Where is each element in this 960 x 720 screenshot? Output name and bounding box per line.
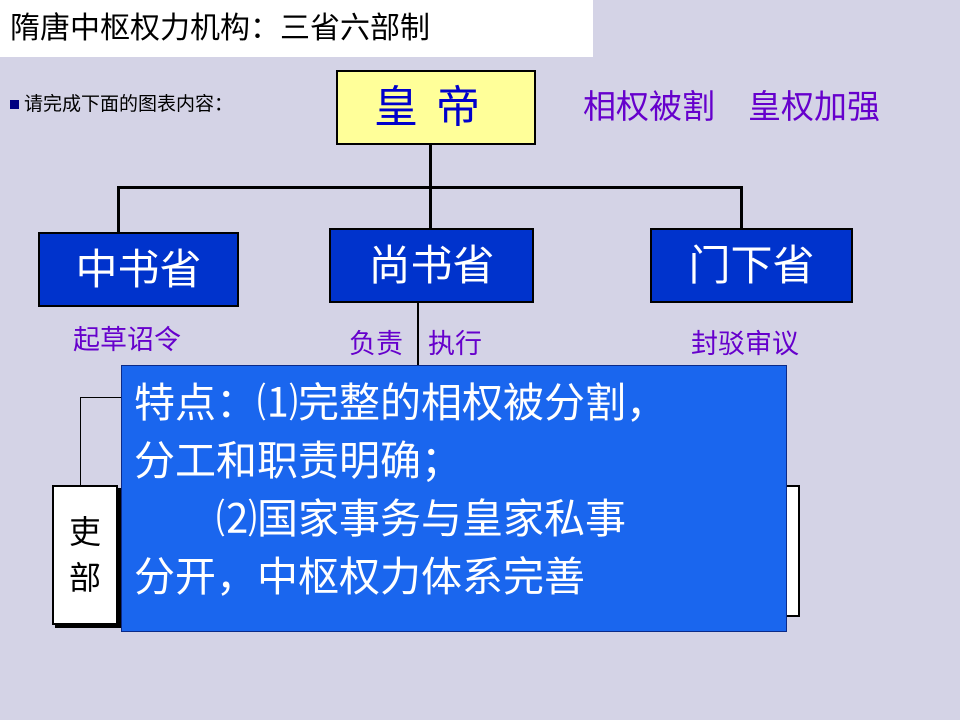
dept-zhongshu-box: 中书省 [38, 232, 239, 307]
dept-menxia-duty: 封驳审议 [691, 329, 799, 360]
connector-menxia [740, 186, 743, 228]
dept-zhongshu-name: 中书省 [75, 245, 202, 294]
instruction-label: 请完成下面的图表内容： [24, 93, 234, 115]
dept-shangshu-duty-left: 负责 [349, 329, 403, 360]
slogan-text: 相权被割 皇权加强 [583, 87, 880, 126]
dept-menxia-box: 门下省 [650, 228, 853, 303]
instruction-text: 请完成下面的图表内容： [10, 89, 233, 116]
connector-ministry-top [80, 397, 122, 398]
page-title: 隋唐中枢权力机构：三省六部制 [0, 0, 593, 57]
feature-line-1: 特点：⑴完整的相权被分割， [134, 379, 667, 427]
connector-shangshu [429, 186, 432, 228]
connector-emperor-down [429, 145, 432, 188]
connector-zhongshu [117, 186, 120, 232]
connector-ministry-left [80, 397, 81, 485]
feature-line-3: ⑵国家事务与皇家私事 [134, 495, 626, 543]
feature-line-4: 分开，中枢权力体系完善 [134, 553, 585, 601]
feature-line-2: 分工和职责明确； [134, 437, 462, 485]
ministry-li-box: 吏 部 [52, 485, 118, 625]
dept-shangshu-duty-right: 执行 [428, 329, 482, 360]
dept-zhongshu-duty: 起草诏令 [73, 325, 181, 356]
dept-shangshu-name: 尚书省 [368, 241, 495, 290]
ministry-li-char-1: 吏 [68, 513, 101, 551]
dept-shangshu-box: 尚书省 [329, 228, 534, 303]
connector-shangshu-down [417, 302, 419, 366]
emperor-box: 皇帝 [336, 70, 536, 145]
square-bullet-icon [10, 100, 19, 109]
ministry-li-char-2: 部 [68, 559, 101, 597]
dept-menxia-name: 门下省 [688, 241, 815, 290]
features-box: 特点：⑴完整的相权被分割， 分工和职责明确； ⑵国家事务与皇家私事 分开，中枢权… [121, 365, 787, 632]
